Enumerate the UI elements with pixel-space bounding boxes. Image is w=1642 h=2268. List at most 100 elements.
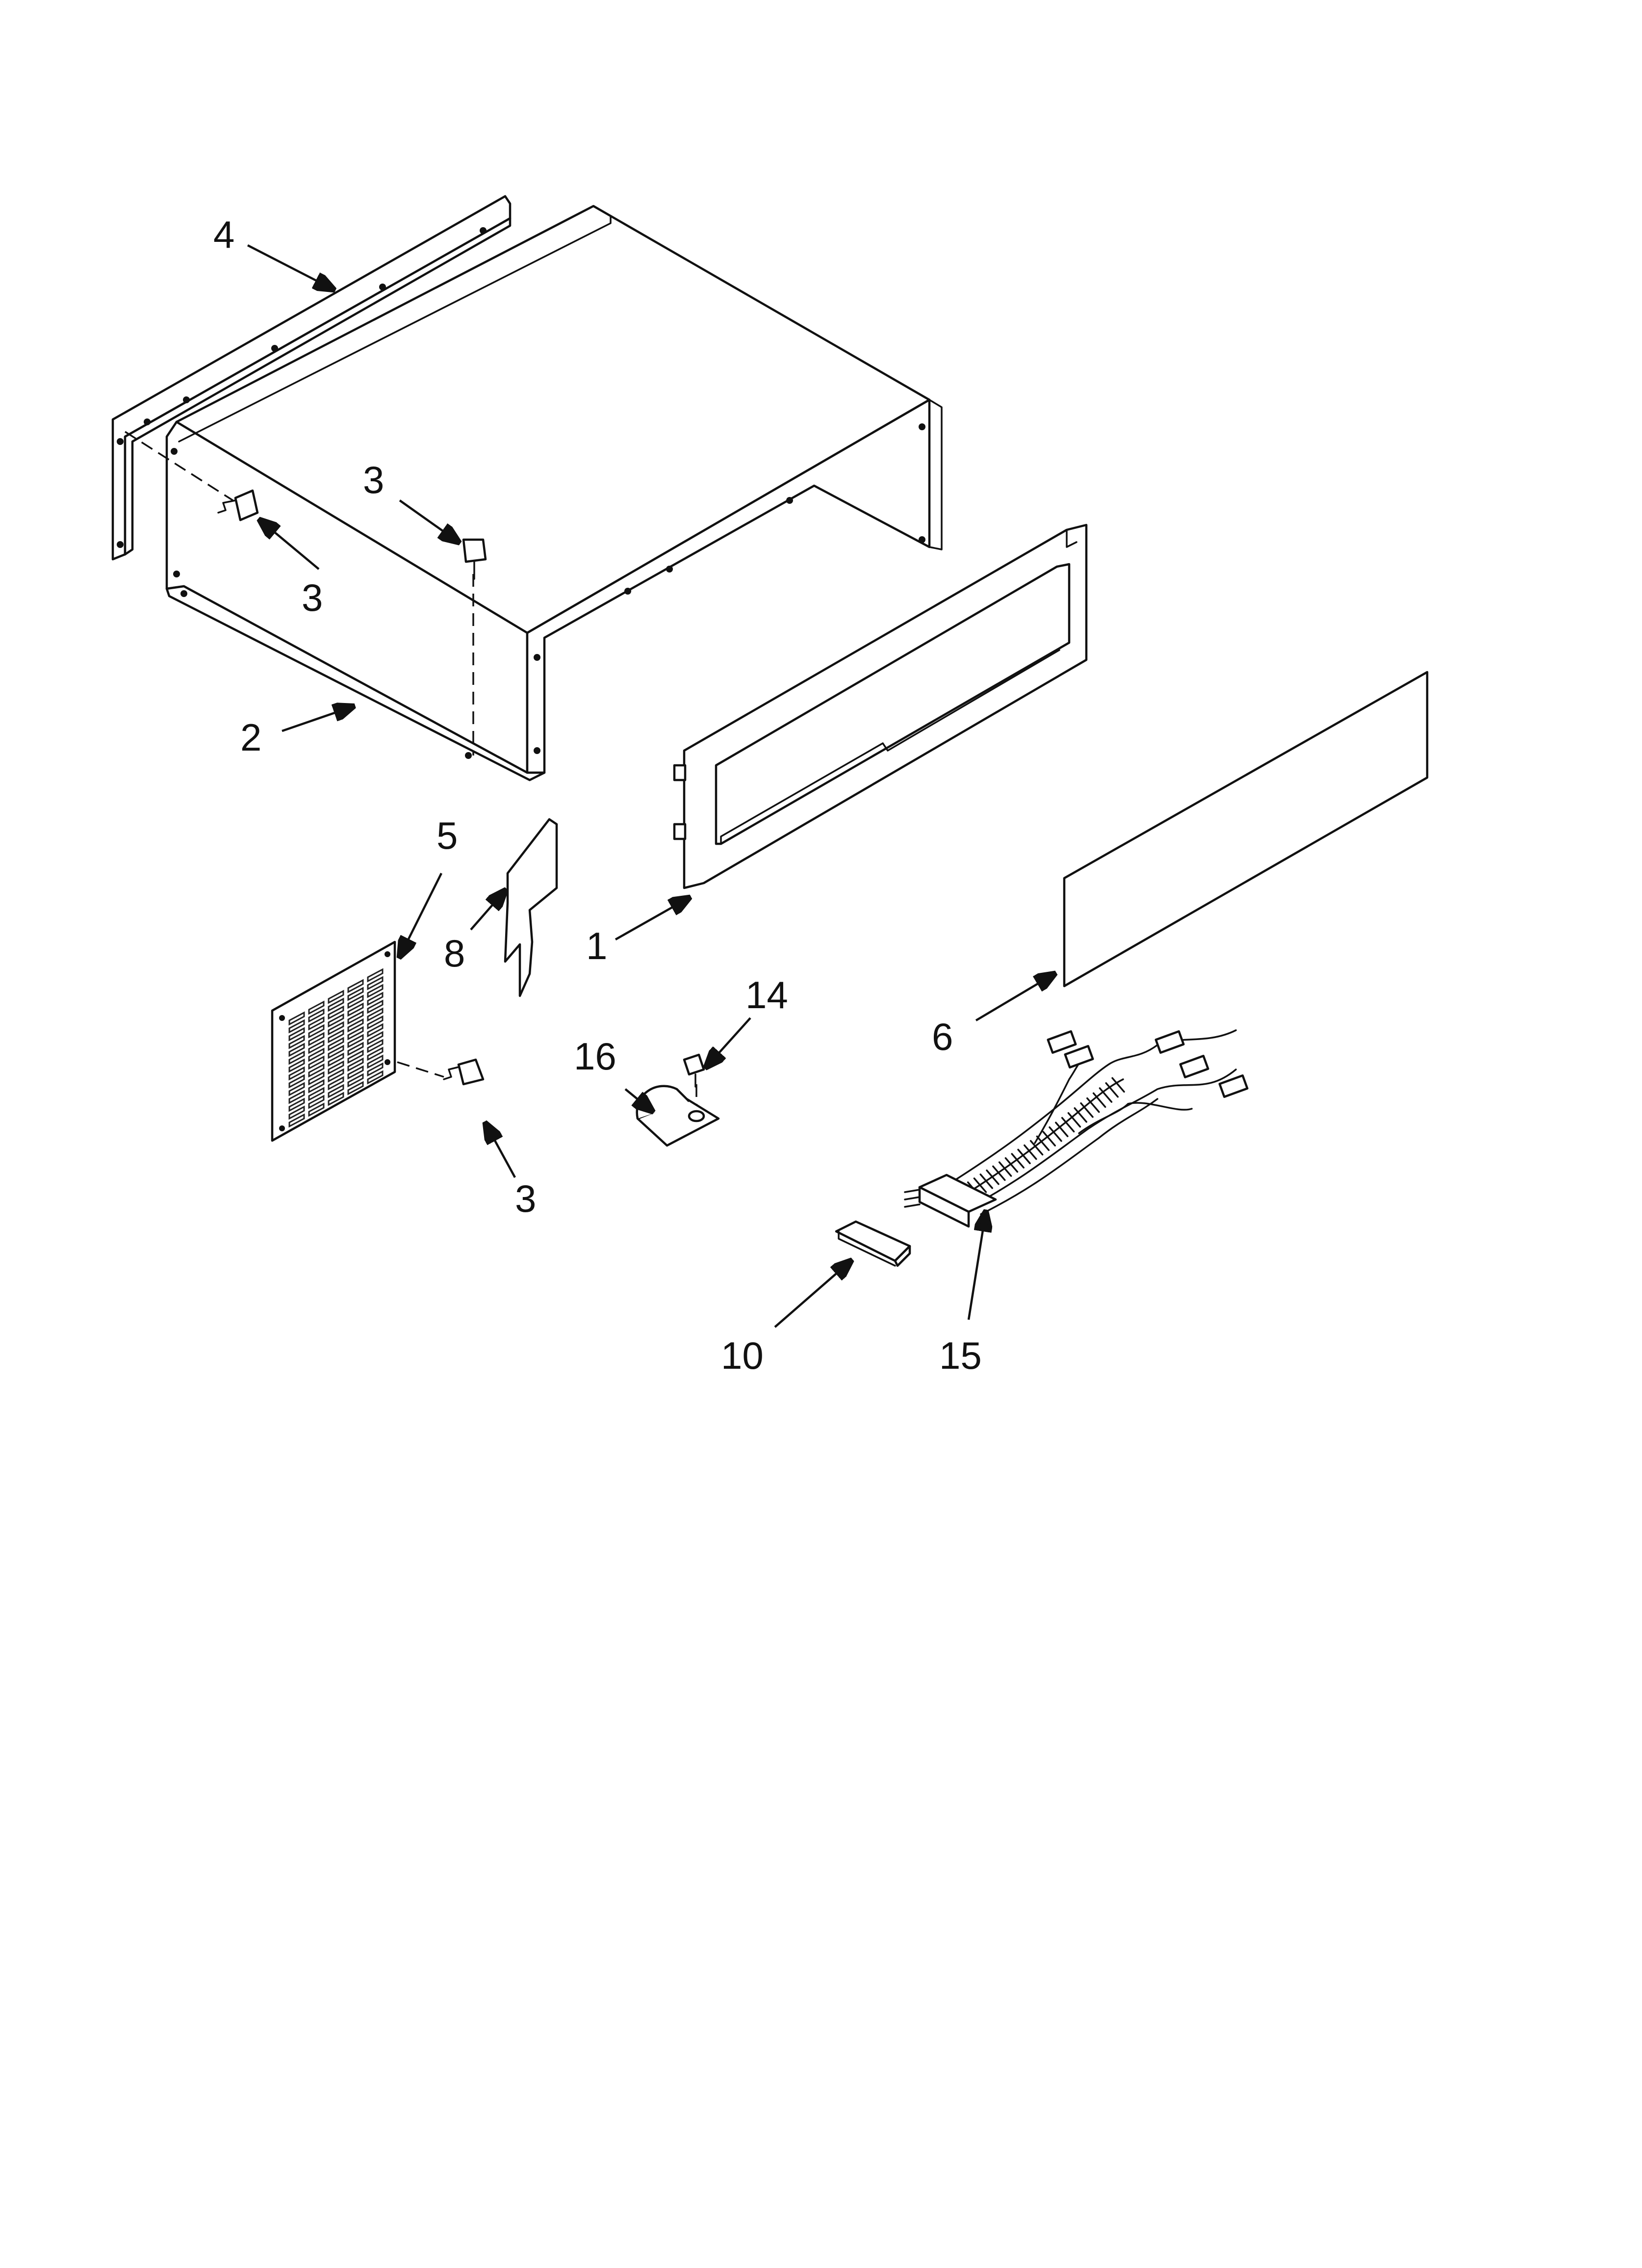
leader-line [967, 1212, 986, 1320]
callout-6: 6 [932, 1015, 953, 1058]
callout-3: 3 [302, 576, 323, 619]
leader-line [399, 499, 459, 542]
grille-slot [288, 1105, 305, 1120]
grille-slot [367, 1007, 384, 1022]
harness-coil-mark [1086, 1097, 1100, 1113]
screw-path-line [397, 1061, 444, 1078]
grille-slot [347, 1026, 364, 1041]
grille-slot [288, 1011, 305, 1026]
grille-slot [347, 1073, 364, 1088]
grille-slot [288, 1066, 305, 1081]
grille-slot [288, 1090, 305, 1104]
callout-3: 3 [515, 1177, 536, 1220]
leader-line [400, 872, 443, 957]
grille-slot [288, 1058, 305, 1073]
grille-slot [288, 1097, 305, 1112]
grille-slot [308, 1032, 325, 1046]
leader-line [486, 1123, 516, 1178]
grille-slot [288, 1082, 305, 1096]
leader-line [615, 898, 689, 940]
harness-coil-mark [1067, 1112, 1081, 1128]
screw-icon [462, 538, 487, 580]
harness-coil-mark [1080, 1102, 1094, 1118]
grille-slot [347, 1057, 364, 1072]
leader-line [282, 706, 353, 732]
grille-slot [308, 1024, 325, 1039]
trim-panel-part [1063, 671, 1429, 988]
grille-slot [347, 1049, 364, 1064]
grille-slot [347, 1065, 364, 1080]
leader-line [774, 1261, 851, 1328]
grille-slot [288, 1113, 305, 1128]
grille-slot [308, 1008, 325, 1023]
grille-slot [367, 1054, 384, 1069]
leader-line [706, 1017, 751, 1067]
harness-coil-mark [1105, 1082, 1119, 1098]
harness-coil-mark [1111, 1077, 1125, 1093]
grille-slot [347, 1042, 364, 1056]
callout-2: 2 [240, 716, 261, 759]
harness-coil-mark [1092, 1092, 1106, 1108]
grille-slot [308, 1047, 325, 1062]
grille-slot [288, 1027, 305, 1042]
grille-slot [328, 997, 344, 1012]
grille-slot [328, 1005, 344, 1020]
grille-slot [347, 979, 364, 993]
grille-slot [367, 1070, 384, 1085]
grille-part [271, 940, 396, 1142]
grille-slot [347, 987, 364, 1001]
grille-slot [347, 1002, 364, 1017]
insulation-sheet-part [504, 818, 558, 997]
grille-slot [308, 1016, 325, 1031]
grille-slot [308, 1063, 325, 1078]
grille-slot [328, 1044, 344, 1059]
grille-slot [328, 1013, 344, 1028]
grille-slot [308, 1000, 325, 1015]
grille-slot [288, 1050, 305, 1065]
grille-slot [328, 1052, 344, 1067]
clamp-part [636, 1085, 720, 1147]
front-frame-part [673, 523, 1088, 889]
grille-slot [367, 984, 384, 998]
grille-slot [328, 1092, 344, 1106]
grille-slot [347, 1034, 364, 1048]
grille-slot [367, 999, 384, 1014]
grille-slot [328, 1076, 344, 1091]
grille-slot [328, 1021, 344, 1036]
harness-coil-mark [1017, 1148, 1031, 1165]
grille-slot [347, 1010, 364, 1025]
grille-slot [367, 991, 384, 1006]
leader-line [247, 244, 334, 289]
harness-coil-mark [1024, 1144, 1037, 1160]
grille-slot [347, 1081, 364, 1095]
wire-harness-part [904, 1029, 1249, 1228]
leader-line [624, 1088, 652, 1111]
harness-coil-mark [1099, 1087, 1113, 1103]
callout-5: 5 [436, 814, 458, 857]
grille-slot [308, 1079, 325, 1094]
harness-coil-mark [1049, 1126, 1062, 1142]
grille-slot [308, 1102, 325, 1117]
harness-coil-mark [1074, 1107, 1087, 1123]
connector-clip-part [835, 1220, 911, 1267]
grille-slot [288, 1035, 305, 1049]
callout-3: 3 [363, 458, 384, 501]
harness-coil-mark [1042, 1131, 1056, 1147]
grille-slot [347, 1018, 364, 1033]
callout-10: 10 [721, 1334, 764, 1377]
grille-slot [288, 1019, 305, 1034]
grille-slot [328, 990, 344, 1004]
grille-slot [328, 1068, 344, 1083]
leader-line [975, 974, 1054, 1021]
callout-16: 16 [574, 1035, 616, 1078]
grille-slot [308, 1040, 325, 1054]
harness-coil-mark [1055, 1121, 1069, 1137]
harness-coil-mark [1011, 1153, 1025, 1169]
grille-slot [347, 994, 364, 1009]
grille-slot [367, 1062, 384, 1077]
grille-slot [308, 1071, 325, 1086]
rear-rail-part [111, 195, 512, 561]
harness-coil-mark [979, 1173, 993, 1189]
leader-line [470, 890, 505, 931]
